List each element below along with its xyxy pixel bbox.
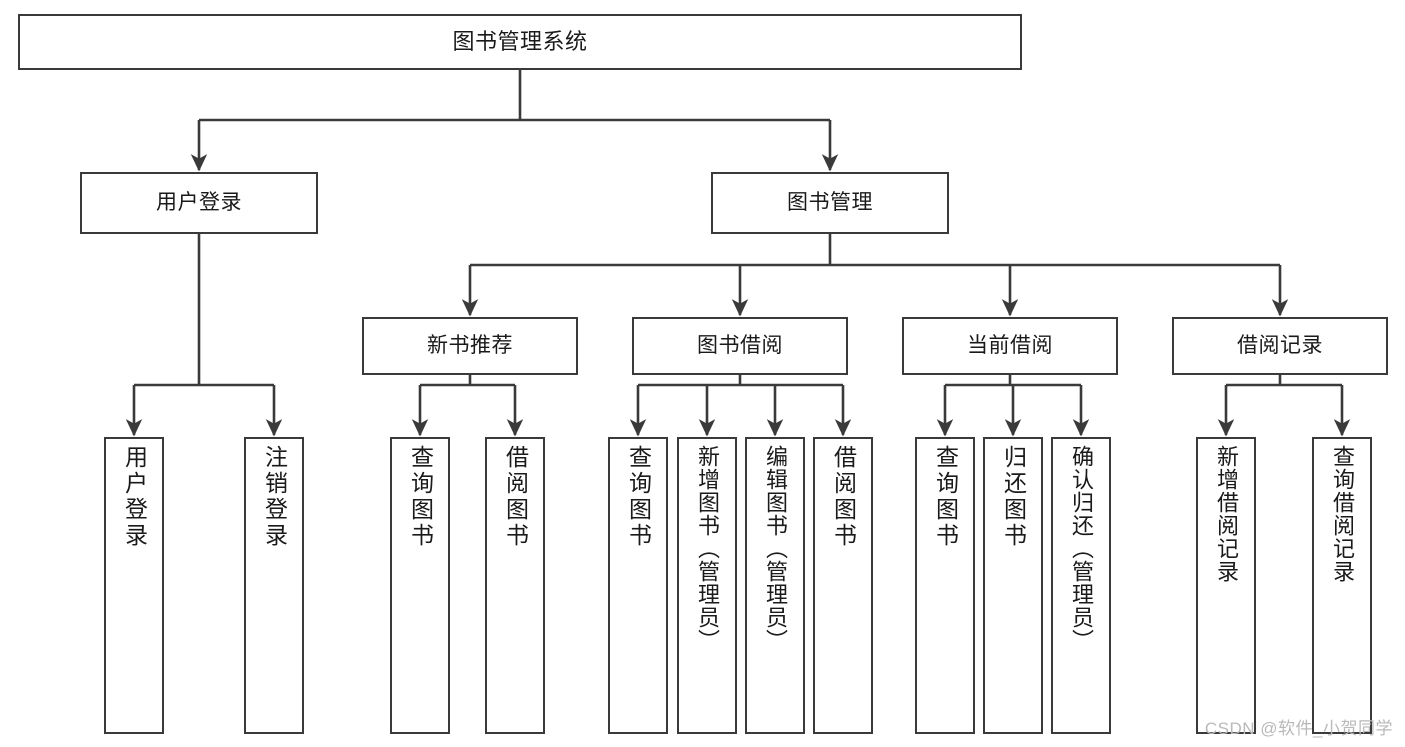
node-label: 借阅图书 — [830, 445, 857, 549]
watermark-text: CSDN @软件_小贺同学 — [1204, 719, 1393, 738]
node-leaf-query-book-2[interactable]: 查询图书 — [608, 437, 668, 734]
node-current-borrow[interactable]: 当前借阅 — [902, 317, 1118, 375]
node-label: 图书借阅 — [697, 333, 783, 357]
node-book-manage[interactable]: 图书管理 — [711, 172, 949, 234]
node-label: 注销登录 — [261, 445, 288, 549]
node-label: 查询图书 — [625, 445, 652, 549]
node-leaf-query-record[interactable]: 查询借阅记录 — [1312, 437, 1372, 734]
node-label: 编辑图书（管理员） — [763, 445, 788, 652]
node-leaf-query-book-3[interactable]: 查询图书 — [915, 437, 975, 734]
node-label: 新增借阅记录 — [1214, 445, 1239, 583]
node-borrow-record[interactable]: 借阅记录 — [1172, 317, 1388, 375]
node-leaf-query-book-1[interactable]: 查询图书 — [390, 437, 450, 734]
node-leaf-add-book[interactable]: 新增图书（管理员） — [677, 437, 737, 734]
node-label: 图书管理 — [787, 190, 873, 214]
node-leaf-confirm-return[interactable]: 确认归还（管理员） — [1051, 437, 1111, 734]
node-label: 查询图书 — [407, 445, 434, 549]
node-label: 查询图书 — [932, 445, 959, 549]
node-label: 用户登录 — [156, 190, 242, 214]
node-leaf-return-book[interactable]: 归还图书 — [983, 437, 1043, 734]
node-leaf-edit-book[interactable]: 编辑图书（管理员） — [745, 437, 805, 734]
node-leaf-logout[interactable]: 注销登录 — [244, 437, 304, 734]
node-label: 新书推荐 — [427, 333, 513, 357]
node-label: 图书管理系统 — [452, 29, 588, 55]
node-label: 借阅记录 — [1237, 333, 1323, 357]
node-label: 新增图书（管理员） — [695, 445, 720, 652]
node-leaf-add-record[interactable]: 新增借阅记录 — [1196, 437, 1256, 734]
node-leaf-borrow-book-2[interactable]: 借阅图书 — [813, 437, 873, 734]
node-label: 当前借阅 — [967, 333, 1053, 357]
node-new-book-rec[interactable]: 新书推荐 — [362, 317, 578, 375]
node-leaf-borrow-book-1[interactable]: 借阅图书 — [485, 437, 545, 734]
node-user-login[interactable]: 用户登录 — [80, 172, 318, 234]
node-root[interactable]: 图书管理系统 — [18, 14, 1022, 70]
node-label: 借阅图书 — [502, 445, 529, 549]
node-label: 确认归还（管理员） — [1069, 445, 1094, 652]
node-leaf-user-login[interactable]: 用户登录 — [104, 437, 164, 734]
node-label: 归还图书 — [1000, 445, 1027, 549]
node-label: 用户登录 — [121, 445, 148, 549]
node-book-borrow[interactable]: 图书借阅 — [632, 317, 848, 375]
node-label: 查询借阅记录 — [1330, 445, 1355, 583]
